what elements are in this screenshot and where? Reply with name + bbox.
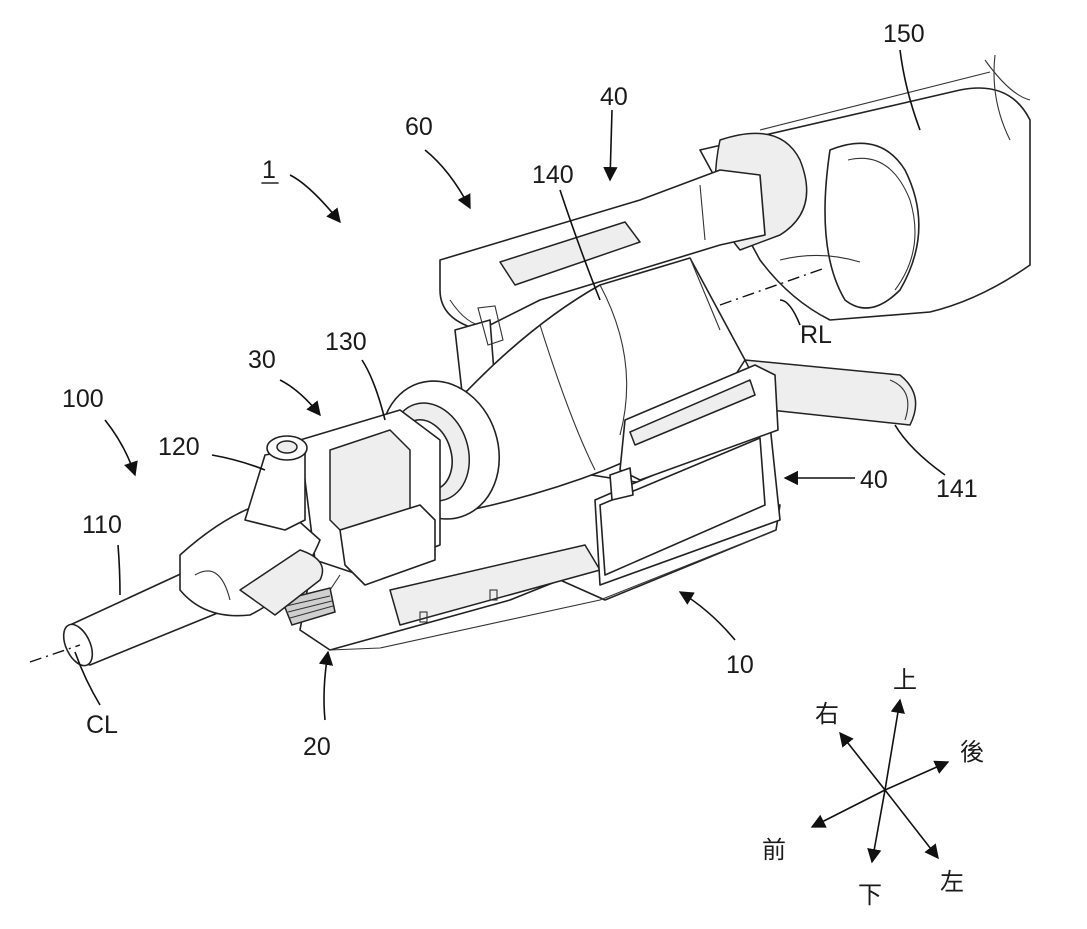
label-20: 20 bbox=[303, 733, 331, 761]
label-cl: CL bbox=[86, 711, 118, 739]
direction-compass: 上 下 後 前 右 左 bbox=[762, 666, 984, 909]
label-assembly: 1 bbox=[262, 156, 276, 184]
dir-left: 左 bbox=[940, 868, 964, 896]
arrow-front bbox=[812, 790, 885, 827]
dir-up: 上 bbox=[893, 666, 917, 694]
label-130: 130 bbox=[325, 328, 367, 356]
label-141: 141 bbox=[936, 475, 978, 503]
dir-down: 下 bbox=[858, 881, 882, 909]
label-100: 100 bbox=[62, 385, 104, 413]
label-10: 10 bbox=[726, 651, 754, 679]
label-30: 30 bbox=[248, 346, 276, 374]
dir-front: 前 bbox=[762, 836, 786, 864]
arrow-back bbox=[885, 762, 948, 790]
label-120: 120 bbox=[158, 433, 200, 461]
dir-right: 右 bbox=[815, 700, 839, 728]
dir-back: 後 bbox=[960, 738, 984, 766]
arrow-left bbox=[885, 790, 938, 858]
label-rl: RL bbox=[800, 321, 832, 349]
label-140: 140 bbox=[532, 161, 574, 189]
tube-120 bbox=[245, 436, 307, 530]
label-40-top: 40 bbox=[600, 83, 628, 111]
arrow-up bbox=[885, 700, 900, 790]
arrow-right bbox=[840, 733, 885, 790]
label-150: 150 bbox=[883, 20, 925, 48]
label-40-right: 40 bbox=[860, 466, 888, 494]
label-110: 110 bbox=[82, 511, 122, 539]
label-60: 60 bbox=[405, 113, 433, 141]
arrow-down bbox=[872, 790, 885, 862]
